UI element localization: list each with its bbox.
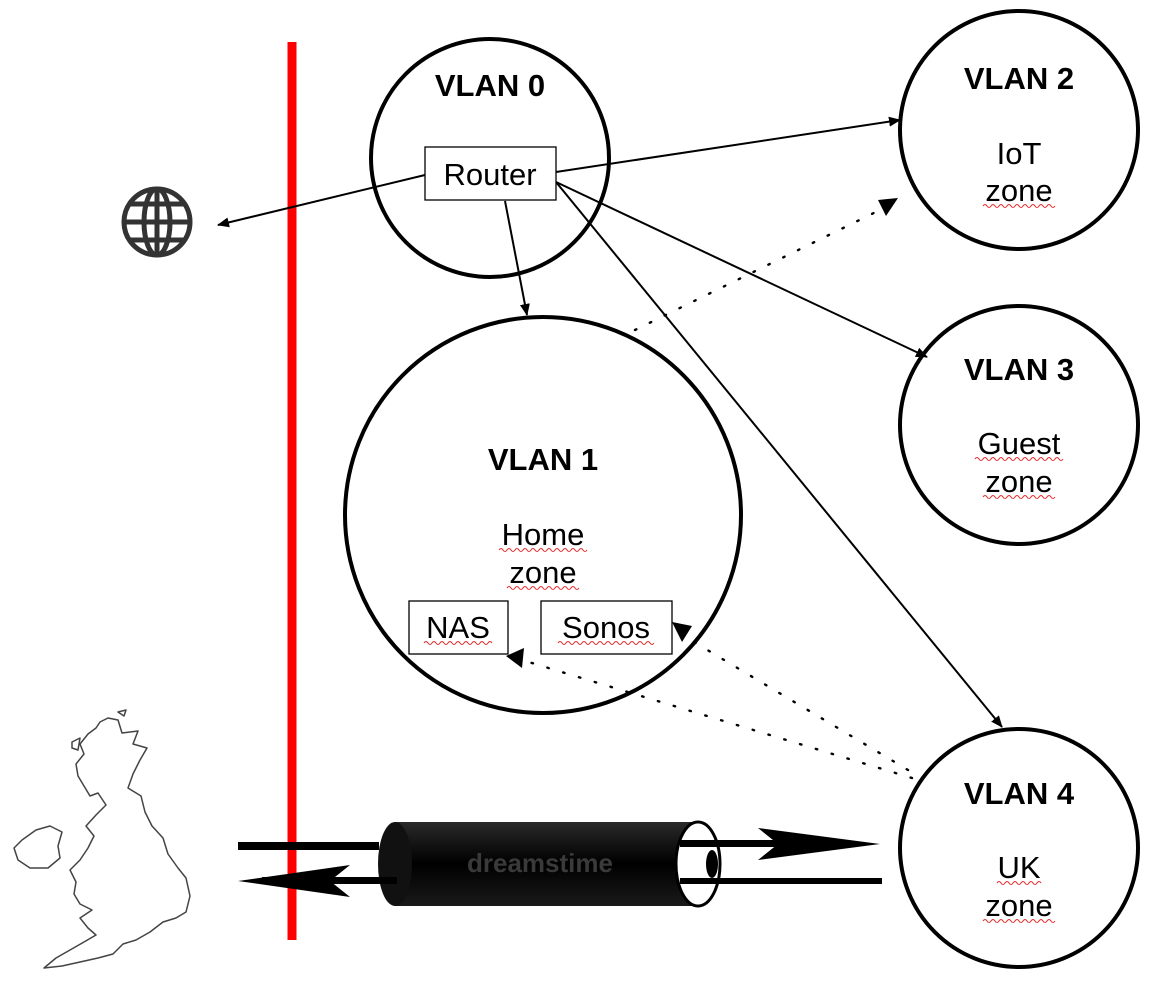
arrow-router-to-vlan3 [555, 181, 928, 358]
uk-map-icon [13, 709, 191, 969]
spellcheck-underline [557, 640, 655, 646]
vlan2-zone-circle [898, 9, 1140, 251]
vpn-tunnel-icon: dreamstime [238, 820, 882, 908]
vlan3-zone-circle [898, 304, 1140, 546]
dotted-arrowhead-nas [506, 648, 524, 668]
dotted-vlan4-to-sonos [682, 634, 910, 772]
router-box [424, 146, 557, 201]
vlan2-zone: VLAN 2 IoT zone [964, 61, 1074, 209]
dotted-arrowhead-sonos [672, 622, 692, 642]
arrow-router-to-vlan1 [504, 200, 530, 316]
vlan4-title: VLAN 4 [964, 776, 1075, 811]
vlan3-title: VLAN 3 [964, 352, 1074, 387]
spellcheck-underline [974, 456, 1064, 462]
vlan3-line1: Guest [978, 426, 1061, 461]
vlan2-line1: IoT [997, 136, 1042, 171]
vlan3-line2: zone [985, 464, 1052, 499]
spellcheck-underline [423, 640, 493, 646]
spellcheck-underline [982, 203, 1056, 209]
vlan0-zone-circle [369, 37, 611, 279]
arrow-router-to-internet [217, 174, 426, 228]
router-label: Router [443, 157, 536, 192]
vlan1-line2: zone [509, 555, 576, 590]
tunnel-watermark: dreamstime [467, 848, 613, 878]
arrow-router-to-vlan4 [555, 181, 1003, 728]
arrow-router-to-vlan2 [555, 116, 901, 173]
vlan1-title: VLAN 1 [488, 442, 598, 477]
globe-icon [121, 186, 193, 258]
sonos-box [540, 600, 673, 655]
vlan1-line1: Home [502, 517, 585, 552]
spellcheck-underline [498, 547, 588, 553]
vlan3-zone: VLAN 3 Guest zone [964, 352, 1074, 500]
dotted-arrowhead-vlan2 [878, 198, 898, 216]
dotted-vlan1-to-vlan2 [633, 206, 886, 332]
vlan4-line2: zone [985, 888, 1052, 923]
vlan0-zone: VLAN 0 Router [424, 68, 557, 201]
vlan2-title: VLAN 2 [964, 61, 1074, 96]
spellcheck-underline [982, 494, 1056, 500]
nas-label: NAS [426, 610, 490, 645]
vlan1-zone: VLAN 1 Home zone NAS Sonos [408, 442, 673, 655]
vlan0-title: VLAN 0 [435, 68, 545, 103]
spellcheck-underline [506, 585, 580, 591]
vlan1-zone-circle [343, 315, 743, 715]
vlan4-zone: VLAN 4 UK zone [964, 776, 1075, 924]
vlan2-line2: zone [985, 173, 1052, 208]
nas-box [408, 600, 509, 655]
vlan4-zone-circle [898, 727, 1140, 969]
spellcheck-underline [982, 918, 1056, 924]
spellcheck-underline [996, 880, 1042, 886]
dotted-vlan4-to-nas [520, 658, 914, 780]
vlan4-line1: UK [997, 850, 1040, 885]
sonos-label: Sonos [562, 610, 650, 645]
